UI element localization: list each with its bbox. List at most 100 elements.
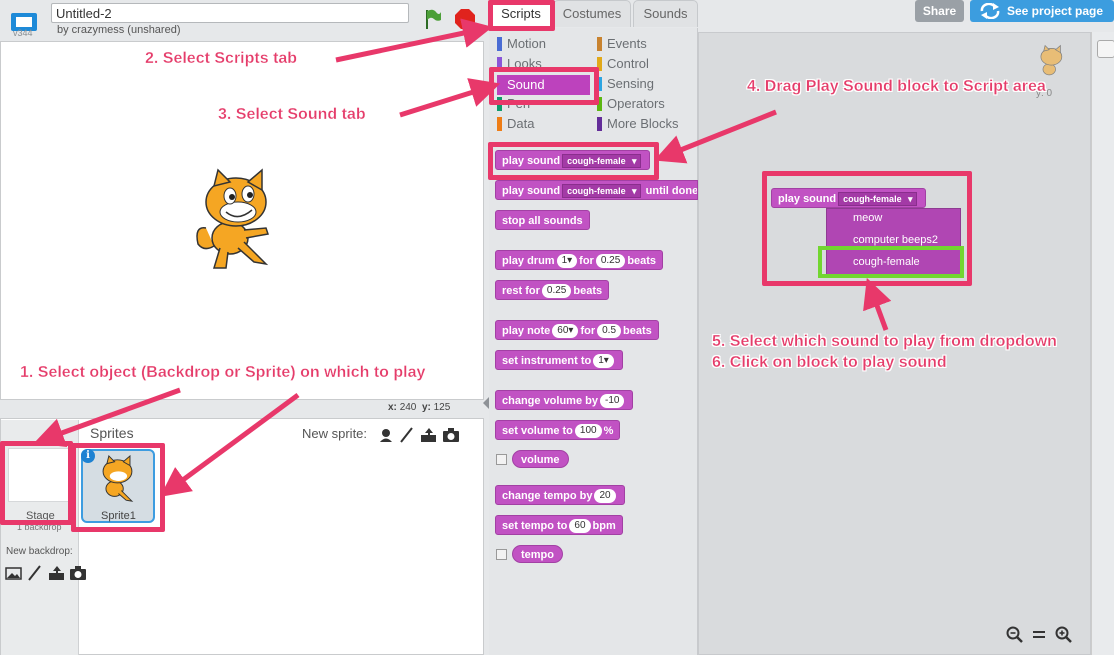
category-color-bar bbox=[597, 57, 602, 71]
annotation-step-4: 4. Drag Play Sound block to Script area bbox=[747, 78, 1046, 95]
project-byline: by crazymess (unshared) bbox=[57, 24, 181, 36]
drum-beats-input[interactable]: 0.25 bbox=[595, 254, 626, 269]
new-sprite-row: New sprite: bbox=[302, 426, 460, 443]
category-list-right: Events Control Sensing Operators More Bl… bbox=[597, 35, 697, 133]
dropdown-option-meow[interactable]: meow bbox=[853, 212, 883, 224]
stop-all-sounds-block[interactable]: stop all sounds bbox=[495, 210, 590, 230]
script-sound-dropdown[interactable]: cough-female bbox=[838, 192, 917, 207]
highlight-sound-category bbox=[489, 67, 599, 105]
paint-sprite-icon[interactable] bbox=[398, 426, 416, 443]
category-color-bar bbox=[497, 57, 502, 71]
highlight-stage bbox=[0, 441, 73, 525]
new-backdrop-label: New backdrop: bbox=[6, 546, 73, 557]
sprites-header: Sprites bbox=[90, 425, 134, 441]
sprite-preview-icon bbox=[1040, 44, 1063, 76]
collapse-stage-icon[interactable] bbox=[481, 396, 491, 410]
tab-sounds[interactable]: Sounds bbox=[633, 0, 698, 27]
see-project-page-button[interactable]: See project page bbox=[970, 0, 1114, 22]
annotation-step-2: 2. Select Scripts tab bbox=[145, 50, 298, 67]
annotation-step-6: 6. Click on block to play sound bbox=[712, 354, 947, 371]
stage-backdrop-count: 1 backdrop bbox=[17, 522, 62, 532]
highlight-scripts-tab bbox=[488, 0, 555, 31]
paint-brush-icon[interactable] bbox=[26, 565, 44, 581]
cat-sprite-image[interactable] bbox=[192, 168, 278, 272]
highlight-selected-sound bbox=[818, 246, 964, 278]
note-input[interactable]: 60▾ bbox=[552, 324, 579, 339]
category-motion[interactable]: Motion bbox=[497, 35, 592, 53]
category-color-bar bbox=[597, 77, 602, 91]
category-operators[interactable]: Operators bbox=[597, 95, 697, 113]
annotation-step-5: 5. Select which sound to play from dropd… bbox=[712, 333, 1057, 350]
stop-icon[interactable] bbox=[454, 8, 476, 30]
sprite-cat-thumb-icon bbox=[102, 455, 134, 502]
instrument-input[interactable]: 1▾ bbox=[593, 354, 614, 369]
version-label: v344 bbox=[13, 28, 33, 38]
zoom-reset-icon[interactable] bbox=[1030, 626, 1048, 644]
category-sensing[interactable]: Sensing bbox=[597, 75, 697, 93]
zoom-controls bbox=[1006, 626, 1076, 647]
category-events[interactable]: Events bbox=[597, 35, 697, 53]
category-color-bar bbox=[497, 37, 502, 51]
change-volume-input[interactable]: -10 bbox=[599, 394, 625, 409]
camera-icon[interactable] bbox=[69, 565, 87, 581]
drum-input[interactable]: 1▾ bbox=[556, 254, 578, 269]
help-icon[interactable] bbox=[1097, 40, 1114, 58]
stage-label: Stage bbox=[26, 510, 55, 522]
dropdown-option-cough-female[interactable]: cough-female bbox=[853, 256, 920, 268]
camera-sprite-icon[interactable] bbox=[442, 427, 460, 443]
new-backdrop-tools bbox=[5, 565, 87, 584]
category-color-bar bbox=[597, 97, 602, 111]
stage-coordinates: x: 240 y: 125 bbox=[388, 402, 451, 413]
refresh-icon bbox=[980, 3, 1000, 19]
set-volume-input[interactable]: 100 bbox=[574, 424, 602, 439]
tab-costumes[interactable]: Costumes bbox=[553, 0, 631, 27]
sound-dropdown[interactable]: cough-female bbox=[562, 154, 641, 169]
category-color-bar bbox=[597, 37, 602, 51]
project-title-input[interactable] bbox=[51, 3, 409, 23]
highlight-play-sound-block bbox=[488, 142, 659, 180]
sound-dropdown-menu bbox=[826, 208, 961, 276]
fullscreen-icon[interactable] bbox=[8, 8, 40, 40]
tempo-checkbox[interactable] bbox=[496, 549, 507, 560]
highlight-sprite bbox=[71, 443, 165, 532]
new-sprite-label: New sprite: bbox=[302, 426, 368, 441]
share-button[interactable]: Share bbox=[915, 0, 964, 22]
sprite-library-icon[interactable] bbox=[377, 427, 395, 443]
upload-icon[interactable] bbox=[48, 565, 66, 581]
change-tempo-input[interactable]: 20 bbox=[594, 489, 616, 504]
rest-beats-input[interactable]: 0.25 bbox=[541, 284, 572, 299]
change-volume-block[interactable]: change volume by-10 bbox=[495, 390, 634, 410]
green-flag-icon[interactable] bbox=[424, 8, 442, 30]
volume-reporter[interactable]: volume bbox=[512, 450, 569, 468]
category-data[interactable]: Data bbox=[497, 115, 592, 133]
category-control[interactable]: Control bbox=[597, 55, 697, 73]
sound-dropdown[interactable]: cough-female bbox=[562, 184, 641, 199]
set-tempo-input[interactable]: 60 bbox=[569, 519, 591, 534]
note-beats-input[interactable]: 0.5 bbox=[597, 324, 622, 339]
tempo-reporter[interactable]: tempo bbox=[512, 545, 563, 563]
right-sidebar bbox=[1091, 32, 1114, 655]
category-color-bar bbox=[497, 117, 502, 131]
upload-sprite-icon[interactable] bbox=[420, 427, 438, 443]
info-icon[interactable]: i bbox=[81, 449, 95, 463]
volume-checkbox[interactable] bbox=[496, 454, 507, 465]
image-library-icon[interactable] bbox=[5, 565, 23, 581]
category-sound[interactable]: Sound bbox=[497, 75, 590, 95]
sprite-y-readout: y: 0 bbox=[1036, 88, 1053, 99]
annotation-step-1: 1. Select object (Backdrop or Sprite) on… bbox=[20, 364, 426, 381]
dropdown-option-computer-beeps2[interactable]: computer beeps2 bbox=[853, 234, 938, 246]
zoom-in-icon[interactable] bbox=[1055, 626, 1073, 644]
zoom-out-icon[interactable] bbox=[1006, 626, 1024, 644]
sprite-name-label: Sprite1 bbox=[101, 510, 136, 522]
category-more-blocks[interactable]: More Blocks bbox=[597, 115, 697, 133]
